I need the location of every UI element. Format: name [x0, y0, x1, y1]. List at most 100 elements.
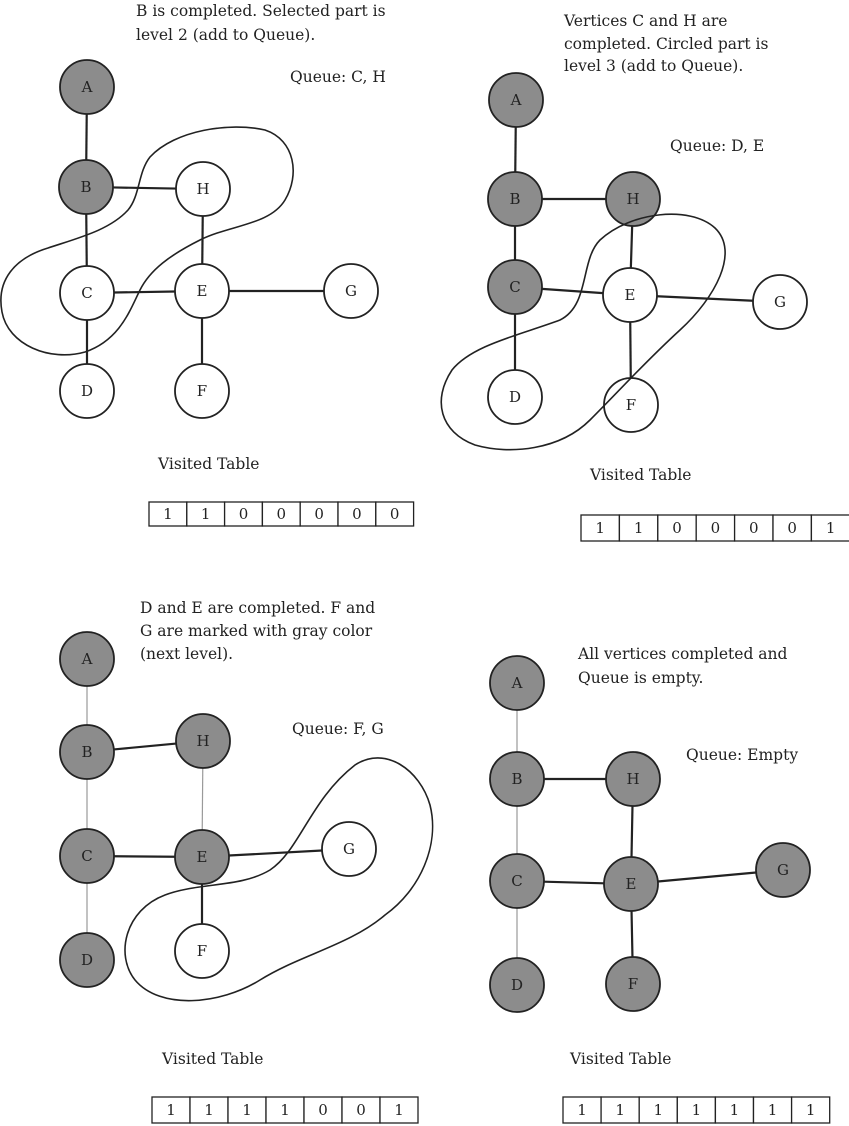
vertex-e: E — [174, 829, 230, 885]
edge-h-e — [201, 767, 204, 831]
visited-table-label: Visited Table — [161, 1050, 263, 1068]
visited-table-cell — [638, 1096, 678, 1124]
queue-label: Queue: Empty — [686, 746, 798, 764]
vertex-a: A — [59, 59, 115, 115]
vertex-label: D — [511, 976, 523, 994]
visited-table-value: 1 — [577, 1101, 587, 1119]
vertex-label: G — [345, 282, 357, 300]
visited-table-cell — [189, 1096, 229, 1124]
vertex-label: C — [511, 872, 522, 890]
vertex-f: F — [174, 923, 230, 979]
visited-table-cell — [618, 514, 659, 542]
visited-table-cell — [341, 1096, 381, 1124]
vertex-g: G — [321, 821, 377, 877]
visited-table-value: 1 — [204, 1101, 214, 1119]
panel-caption-line: level 3 (add to Queue). — [564, 57, 743, 75]
vertex-circle — [59, 724, 115, 780]
vertex-label: A — [81, 78, 93, 96]
vertex-label: D — [509, 388, 521, 406]
vertex-circle — [489, 957, 545, 1013]
vertex-d: D — [59, 363, 115, 419]
visited-table-cell — [657, 514, 697, 542]
edge-b-h — [113, 742, 177, 751]
vertex-circle — [58, 159, 114, 215]
level-selection-outline — [0, 126, 294, 356]
vertex-e: E — [602, 267, 658, 323]
vertex-d: D — [489, 957, 545, 1013]
edge-h-e — [629, 225, 634, 269]
vertex-e: E — [174, 263, 230, 319]
vertex-circle — [489, 751, 545, 807]
vertex-b: B — [59, 724, 115, 780]
visited-table-cell — [695, 514, 736, 542]
vertex-c: C — [487, 259, 543, 315]
vertex-circle — [174, 829, 230, 885]
edge-b-h — [112, 186, 177, 190]
visited-table-value: 1 — [768, 1101, 778, 1119]
vertex-g: G — [755, 842, 811, 898]
vertex-c: C — [59, 265, 115, 321]
queue-label: Queue: F, G — [292, 720, 384, 738]
vertex-label: D — [81, 382, 93, 400]
vertex-label: B — [511, 770, 522, 788]
vertex-circle — [755, 842, 811, 898]
visited-table-value: 1 — [242, 1101, 252, 1119]
level-selection-outline — [124, 757, 434, 1002]
visited-table-cell — [223, 501, 264, 527]
vertex-circle — [488, 72, 544, 128]
vertex-label: H — [196, 180, 209, 198]
panel-caption-line: All vertices completed and — [577, 645, 788, 663]
vertex-label: G — [777, 861, 789, 879]
visited-table-cell — [379, 1096, 419, 1124]
edge-h-e — [630, 805, 634, 858]
visited-table-value: 0 — [314, 505, 324, 523]
vertex-label: E — [625, 286, 636, 304]
visited-table-label: Visited Table — [569, 1050, 671, 1068]
visited-table-value: 1 — [595, 519, 605, 537]
visited-table-value: 1 — [692, 1101, 702, 1119]
visited-table-cell — [299, 501, 339, 527]
edge-e-g — [228, 849, 323, 857]
vertex-h: H — [175, 713, 231, 769]
edge-c-e — [113, 855, 176, 858]
vertex-circle — [174, 923, 230, 979]
vertex-label: A — [511, 674, 523, 692]
visited-table-cell — [790, 1096, 831, 1124]
visited-table-cell — [810, 514, 849, 542]
vertex-label: F — [628, 975, 638, 993]
vertex-b: B — [487, 171, 543, 227]
vertex-label: B — [509, 190, 520, 208]
vertex-circle — [603, 856, 659, 912]
visited-table-value: 0 — [318, 1101, 328, 1119]
panel-caption-line: Queue is empty. — [578, 669, 703, 687]
visited-table-value: 0 — [239, 505, 249, 523]
edge-e-g — [657, 871, 757, 883]
panel-caption-line: B is completed. Selected part is — [136, 2, 386, 20]
vertex-circle — [59, 932, 115, 988]
vertex-label: F — [197, 382, 207, 400]
edge-c-e — [541, 287, 604, 295]
vertex-circle — [602, 267, 658, 323]
vertex-circle — [59, 631, 115, 687]
vertex-circle — [489, 853, 545, 909]
visited-table-value: 0 — [356, 1101, 366, 1119]
vertex-e: E — [603, 856, 659, 912]
visited-table-value: 1 — [826, 519, 836, 537]
visited-table-value: 1 — [634, 519, 644, 537]
visited-table-value: 0 — [277, 505, 287, 523]
visited-table-value: 0 — [390, 505, 400, 523]
visited-table-value: 1 — [806, 1101, 816, 1119]
visited-table-value: 1 — [615, 1101, 625, 1119]
queue-label: Queue: D, E — [670, 137, 764, 155]
visited-table-label: Visited Table — [157, 455, 259, 473]
level-selection-outline — [440, 213, 726, 451]
visited-table-cell — [714, 1096, 755, 1124]
vertex-g: G — [752, 274, 808, 330]
visited-table-value: 0 — [672, 519, 682, 537]
visited-table-cell — [265, 1096, 305, 1124]
visited-table-value: 1 — [166, 1101, 176, 1119]
